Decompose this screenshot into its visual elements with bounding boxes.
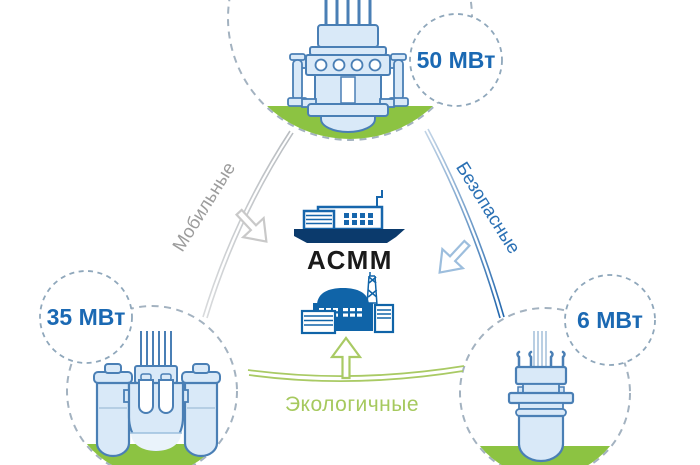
badge-50mw-circle [409,13,503,107]
reactor-50mw-icon [287,0,409,133]
eco-arrow-icon [329,336,363,380]
mobile-arrow-icon [234,208,268,243]
badge-6mw-circle [564,274,656,366]
label-mobile: Мобильные [168,158,239,255]
label-eco: Экологичные [285,393,419,416]
power-plant-icon [300,272,395,335]
power-badge-35mw: 35 МВт [39,270,133,364]
power-badge-6mw: 6 МВт [564,274,656,366]
plant-tower [366,272,378,306]
edge-safe-arc [424,128,505,319]
badge-6mw-label: 6 МВт [577,307,643,333]
badge-50mw-label: 50 МВт [417,47,496,73]
node-right [459,307,631,465]
reactor-35mw-icon [93,331,221,458]
reactor-6mw-icon [507,331,575,463]
acmm-title: АСММ [307,245,393,275]
edge-eco-arc [247,365,465,382]
safe-arrow-icon [438,239,472,274]
badge-35mw-label: 35 МВт [47,304,126,330]
ship-hull [294,229,405,243]
power-badge-50mw: 50 МВт [409,13,503,107]
ship-icon [294,190,405,243]
badge-35mw-circle [39,270,133,364]
